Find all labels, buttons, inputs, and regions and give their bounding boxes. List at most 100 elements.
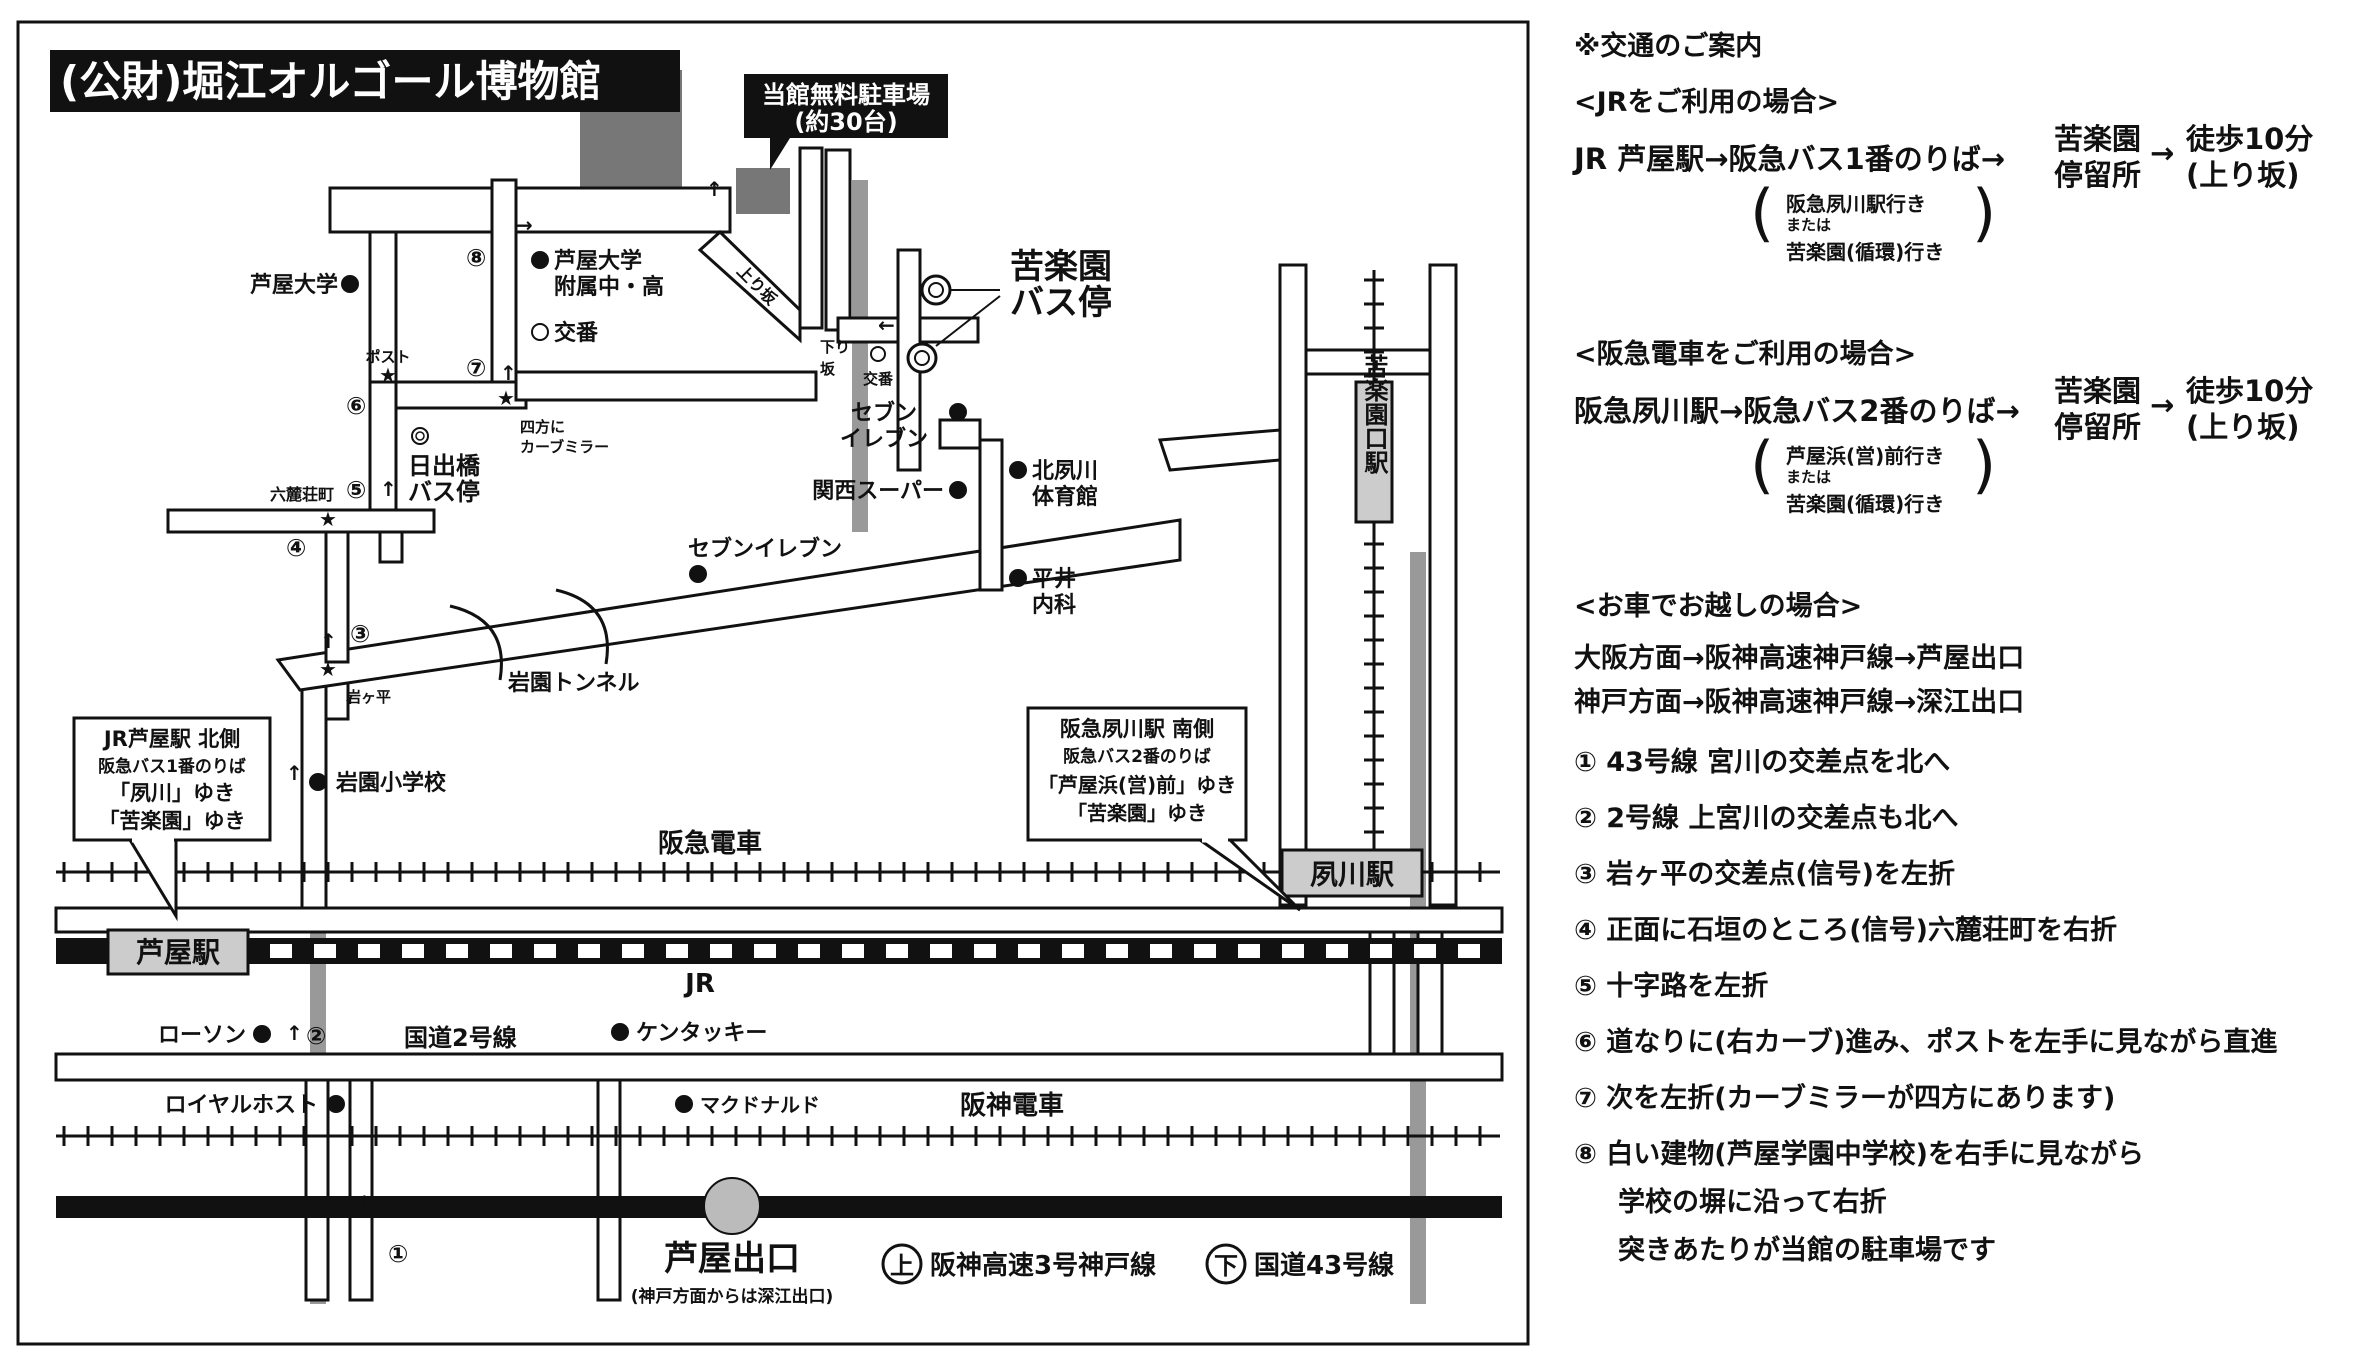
- ashiya-station-label: 芦屋駅: [136, 936, 220, 969]
- map-label: 上: [890, 1252, 914, 1280]
- map-label: 交番: [554, 320, 599, 346]
- map-label: ケンタッキー: [636, 1021, 767, 1046]
- road-exit-1: [596, 1078, 622, 1302]
- shukugawa-station-box: [1280, 848, 1424, 898]
- jr-option-3: 苦楽園(循環)行き: [1786, 240, 1945, 264]
- parking-label-box: [744, 74, 948, 138]
- svg-text:↑: ↑: [286, 1021, 303, 1045]
- map-label: (神戸方面からは深江出口): [631, 1286, 834, 1307]
- map-label: 阪急バス1番のりば: [98, 756, 246, 777]
- svg-text:★: ★: [319, 657, 337, 681]
- road-rokuroso: [166, 508, 436, 534]
- jr-dash: [1414, 944, 1436, 958]
- map-label: 国道2号線: [404, 1024, 517, 1052]
- kurakuenguchi-station-box: [1354, 380, 1394, 524]
- svg-text:→: →: [516, 213, 533, 237]
- svg-text:←: ←: [878, 313, 895, 337]
- road-parking-a: [798, 146, 824, 330]
- map-label: 「苦楽園」ゆき: [99, 809, 246, 833]
- jr-dash: [534, 944, 556, 958]
- step-8-cont-1: 学校の塀に沿って右折: [1618, 1187, 1887, 1218]
- jr-option-1: 阪急夙川駅行き: [1786, 192, 1926, 216]
- map-label: セブン: [851, 400, 917, 426]
- road-north-mid: [514, 370, 818, 402]
- road-south-lower-2: [348, 1078, 374, 1302]
- shukugawa-station-label: 夙川駅: [1310, 858, 1394, 891]
- road-slope: [697, 229, 802, 344]
- jr-dash: [754, 944, 776, 958]
- map-label: 阪神高速3号神戸線: [930, 1250, 1156, 1281]
- jr-dash: [1458, 944, 1480, 958]
- hankyu-option-1: 芦屋浜(営)前行き: [1786, 444, 1945, 468]
- jr-paren-left: (: [1750, 176, 1775, 249]
- car-route-2: 神戸方面→阪神高速神戸線→深江出口: [1574, 687, 2025, 718]
- road-parking-b: [824, 148, 852, 332]
- jr-dash: [1370, 944, 1392, 958]
- svg-text:↑: ↑: [356, 1191, 373, 1215]
- svg-text:↑: ↑: [286, 761, 303, 785]
- map-label: 「夙川」ゆき: [109, 781, 235, 805]
- direction-arrows: ↑ ↑ ↑ ↑ ↑ ↑ → ↑ ←: [286, 177, 895, 1215]
- jr-dash: [1326, 944, 1348, 958]
- step-marker-6: ⑥: [346, 392, 366, 420]
- hankyu-dest-2: 停留所: [2054, 410, 2142, 444]
- hankyu-dest-1: 苦楽園: [2054, 374, 2142, 408]
- map-label: JR: [683, 969, 715, 999]
- road-north-top: [328, 186, 732, 234]
- map-label: 岩ヶ平: [345, 688, 391, 706]
- map-label: セブンイレブン: [688, 536, 842, 562]
- map-label: 阪急電車: [658, 829, 762, 859]
- step-marker-1: ①: [388, 1240, 408, 1268]
- jr-route: JR 芦屋駅→阪急バス1番のりば→: [1574, 142, 2005, 176]
- jr-dash: [930, 944, 952, 958]
- hankyu-paren-left: (: [1750, 428, 1775, 501]
- map-label: JR芦屋駅 北側: [102, 727, 240, 751]
- jr-dash: [270, 944, 292, 958]
- map-label: 阪急夙川駅 南側: [1060, 717, 1214, 741]
- road-frontage: [54, 906, 1504, 934]
- jr-paren-right: ): [1972, 176, 1997, 249]
- jr-dash: [314, 944, 336, 958]
- jr-dash: [402, 944, 424, 958]
- guide-header: ※交通のご案内: [1574, 31, 1763, 62]
- map-label: 下り: [820, 338, 850, 356]
- map-label: 阪神電車: [960, 1091, 1064, 1121]
- roads: [54, 146, 1504, 1302]
- map-label: 内科: [1032, 593, 1076, 618]
- map-label: 下: [1214, 1252, 1238, 1280]
- step-4: ④ 正面に石垣のところ(信号)六麓荘町を右折: [1574, 915, 2117, 946]
- map-label: 北夙川: [1032, 459, 1098, 484]
- tunnel-arc-1: [449, 604, 503, 681]
- highway-route43: [56, 1196, 1502, 1218]
- step-5: ⑤ 十字路を左折: [1574, 971, 1769, 1002]
- jr-dash: [974, 944, 996, 958]
- step-8-cont-2: 突きあたりが当館の駐車場です: [1618, 1235, 1996, 1266]
- road-west-a: [368, 230, 398, 384]
- step-marker-5: ⑤: [346, 476, 366, 504]
- jr-dash: [622, 944, 644, 958]
- map-label: 坂: [820, 360, 836, 378]
- bus-stop-kurakuen-1: 苦楽園: [1010, 247, 1112, 287]
- jr-dash: [358, 944, 380, 958]
- step-3: ③ 岩ヶ平の交差点(信号)を左折: [1574, 859, 1955, 890]
- map-label: バス停: [408, 478, 480, 506]
- jr-dash: [490, 944, 512, 958]
- svg-text:★: ★: [379, 363, 397, 387]
- hankyu-arrow: →: [2150, 388, 2175, 422]
- svg-text:↑: ↑: [706, 177, 723, 201]
- map-label: 「苦楽園」ゆき: [1067, 801, 1207, 825]
- map-label: 阪急バス2番のりば: [1063, 746, 1211, 767]
- jr-line: [56, 938, 1502, 964]
- road-east-b: [1428, 263, 1458, 907]
- map-label: ロイヤルホスト: [165, 1093, 318, 1118]
- map-label: カーブミラー: [520, 438, 609, 456]
- jr-walk-1: 徒歩10分: [2186, 122, 2314, 156]
- jr-walk-2: (上り坂): [2186, 158, 2300, 192]
- map-frame: [16, 20, 1530, 1346]
- svg-text:↑: ↑: [500, 361, 517, 385]
- hankyu-walk-2: (上り坂): [2186, 410, 2300, 444]
- map-label: 四方に: [520, 418, 565, 436]
- step-marker-7: ⑦: [466, 354, 486, 382]
- map-label: 岩園トンネル: [507, 671, 640, 696]
- jr-dash: [886, 944, 908, 958]
